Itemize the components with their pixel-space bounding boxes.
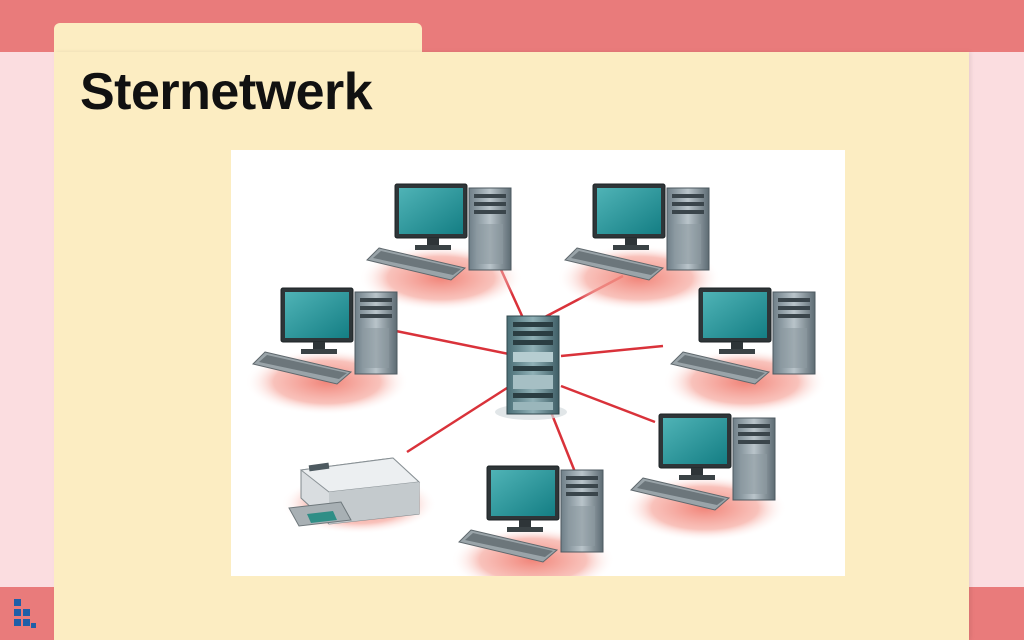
left-margin xyxy=(0,52,54,587)
computer-icon xyxy=(450,465,616,576)
star-network-diagram xyxy=(231,150,845,576)
right-margin xyxy=(969,52,1024,587)
logo-icon xyxy=(14,599,36,628)
printer-icon xyxy=(280,457,438,535)
computer-icon xyxy=(244,287,410,416)
slide-title: Sternetwerk xyxy=(80,63,373,121)
server-icon xyxy=(495,315,567,420)
computer-icon xyxy=(622,413,788,542)
computer-icon xyxy=(556,183,722,312)
computer-icon xyxy=(662,287,828,416)
